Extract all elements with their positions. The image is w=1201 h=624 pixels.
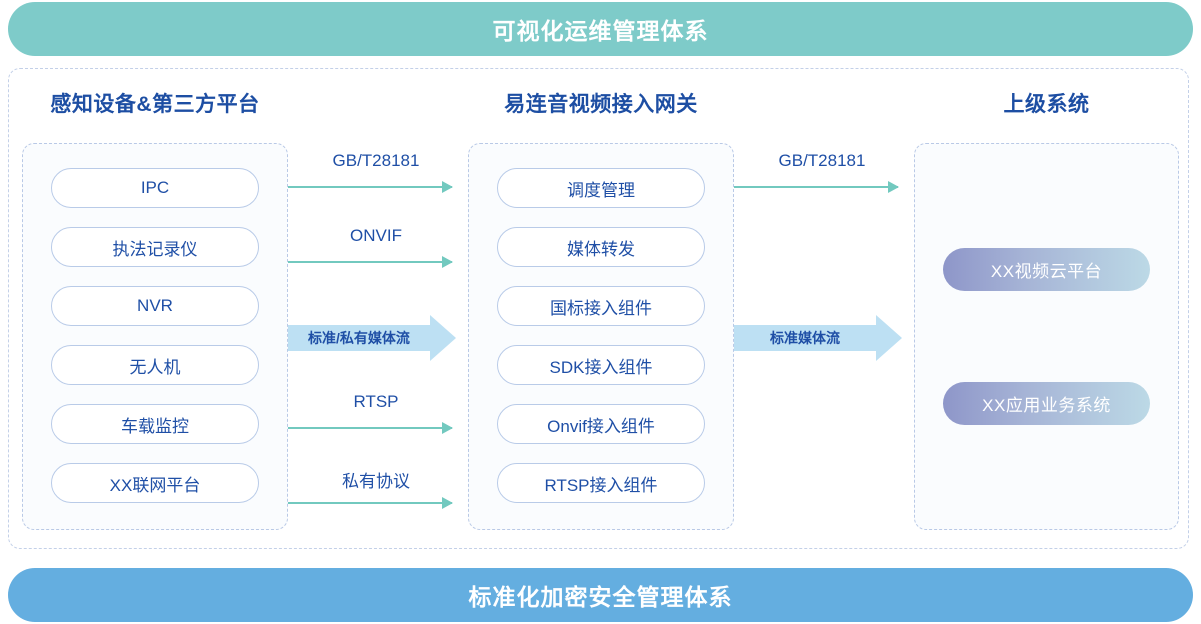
column-title-right: 上级系统 bbox=[1003, 93, 1090, 116]
list-item[interactable]: SDK接入组件 bbox=[497, 345, 705, 385]
connector-arrow-gbt28181-left bbox=[288, 181, 453, 193]
list-item[interactable]: 调度管理 bbox=[497, 168, 705, 208]
pill-label: 调度管理 bbox=[567, 180, 635, 200]
pill-label: IPC bbox=[140, 178, 170, 197]
connector-label-gbt28181-right: GB/T28181 bbox=[778, 151, 866, 170]
connector-label-rtsp: RTSP bbox=[353, 392, 399, 411]
connector-label-standard-media: 标准媒体流 bbox=[770, 330, 840, 346]
pill-stack-left: IPC 执法记录仪 NVR 无人机 车载监控 XX联网平台 bbox=[51, 168, 259, 503]
list-item[interactable]: XX应用业务系统 bbox=[943, 382, 1150, 425]
pill-stack-middle: 调度管理 媒体转发 国标接入组件 SDK接入组件 Onvif接入组件 RTSP接… bbox=[497, 168, 705, 503]
list-item[interactable]: Onvif接入组件 bbox=[497, 404, 705, 444]
arrow-head-icon bbox=[876, 315, 902, 361]
group-box-middle: 调度管理 媒体转发 国标接入组件 SDK接入组件 Onvif接入组件 RTSP接… bbox=[468, 143, 734, 530]
connector-label-private-protocol: 私有协议 bbox=[342, 472, 410, 491]
list-item[interactable]: RTSP接入组件 bbox=[497, 463, 705, 503]
pill-label: SDK接入组件 bbox=[549, 357, 653, 377]
group-box-right: XX视频云平台 XX应用业务系统 bbox=[914, 143, 1179, 530]
list-item[interactable]: 车载监控 bbox=[51, 404, 259, 444]
pill-stack-right: XX视频云平台 XX应用业务系统 bbox=[943, 144, 1150, 529]
top-banner: 可视化运维管理体系 bbox=[8, 2, 1193, 56]
connector-arrow-standard-private-media: 标准/私有媒体流 bbox=[288, 315, 456, 361]
list-item[interactable]: XX视频云平台 bbox=[943, 248, 1150, 291]
list-item[interactable]: 媒体转发 bbox=[497, 227, 705, 267]
list-item[interactable]: 无人机 bbox=[51, 345, 259, 385]
list-item[interactable]: 执法记录仪 bbox=[51, 227, 259, 267]
arrow-head-icon bbox=[430, 315, 456, 361]
top-banner-label: 可视化运维管理体系 bbox=[492, 18, 709, 44]
pill-label: 国标接入组件 bbox=[550, 298, 652, 318]
pill-label: NVR bbox=[137, 296, 173, 315]
list-item[interactable]: XX联网平台 bbox=[51, 463, 259, 503]
pill-label: 车载监控 bbox=[121, 416, 189, 436]
pill-label: XX视频云平台 bbox=[990, 262, 1103, 281]
connector-arrow-standard-media: 标准媒体流 bbox=[734, 315, 902, 361]
bottom-banner: 标准化加密安全管理体系 bbox=[8, 568, 1193, 622]
connector-label-onvif: ONVIF bbox=[350, 226, 402, 245]
list-item[interactable]: NVR bbox=[51, 286, 259, 326]
pill-label: 无人机 bbox=[129, 357, 181, 377]
connector-label-standard-private-media: 标准/私有媒体流 bbox=[308, 330, 410, 346]
connector-arrow-gbt28181-right bbox=[734, 181, 899, 193]
list-item[interactable]: IPC bbox=[51, 168, 259, 208]
bottom-banner-label: 标准化加密安全管理体系 bbox=[468, 584, 733, 610]
pill-label: 媒体转发 bbox=[567, 239, 635, 259]
connector-arrow-private-protocol bbox=[288, 497, 453, 509]
connector-arrow-onvif bbox=[288, 256, 453, 268]
outer-dashed-frame bbox=[8, 68, 1189, 549]
column-title-left: 感知设备&第三方平台 bbox=[50, 93, 260, 116]
group-box-left: IPC 执法记录仪 NVR 无人机 车载监控 XX联网平台 bbox=[22, 143, 288, 530]
pill-label: XX应用业务系统 bbox=[982, 396, 1111, 415]
pill-label: RTSP接入组件 bbox=[544, 475, 658, 495]
connector-arrow-rtsp bbox=[288, 422, 453, 434]
pill-label: 执法记录仪 bbox=[112, 239, 198, 259]
column-title-middle: 易连音视频接入网关 bbox=[504, 93, 698, 116]
pill-label: Onvif接入组件 bbox=[547, 416, 655, 436]
list-item[interactable]: 国标接入组件 bbox=[497, 286, 705, 326]
pill-label: XX联网平台 bbox=[109, 475, 201, 495]
connector-label-gbt28181-left: GB/T28181 bbox=[332, 151, 420, 170]
